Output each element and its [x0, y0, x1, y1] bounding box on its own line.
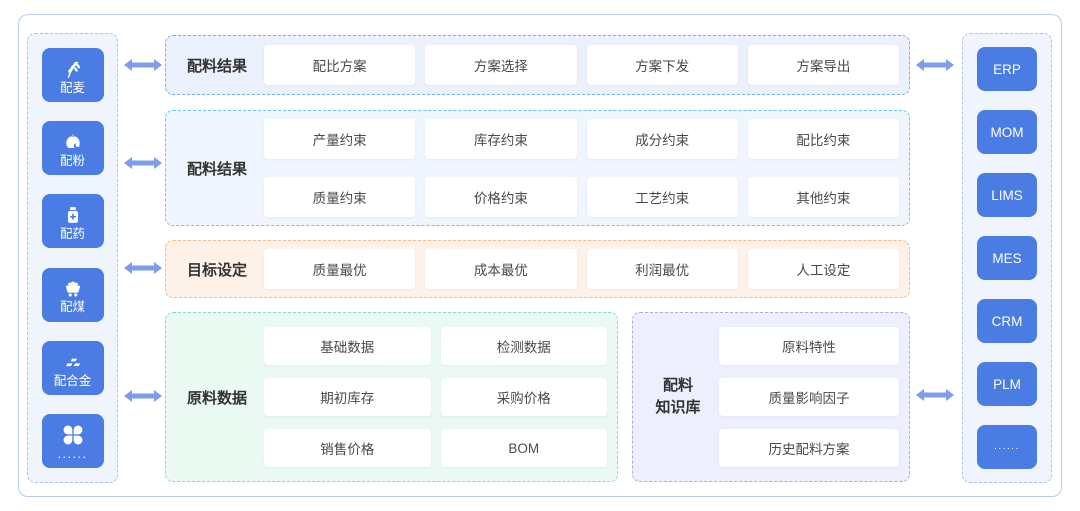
diagram-box: BOM: [440, 429, 607, 467]
system-tile-mom: MOM: [977, 110, 1037, 154]
wheat-icon: [62, 56, 84, 80]
diagram-box: 方案导出: [747, 45, 899, 85]
section-blending-constraints: 配料结果 产量约束 库存约束 成分约束 配比约束 质量约束 价格约束 工艺约束 …: [165, 110, 910, 226]
bidirectional-arrow-icon: [124, 390, 162, 402]
tile-blend-wheat: 配麦: [41, 48, 104, 102]
section-label: 配料 知识库: [647, 375, 709, 419]
tile-blend-coal: 配煤: [41, 267, 104, 322]
alloy-ingot-icon: [62, 349, 84, 373]
bidirectional-arrow-icon: [124, 157, 162, 169]
diagram-box: 质量影响因子: [719, 378, 899, 416]
more-clover-icon: [62, 422, 84, 446]
system-tile-erp: ERP: [977, 47, 1037, 91]
section-boxes: 质量最优 成本最优 利润最优 人工设定: [264, 249, 899, 289]
diagram-box: 工艺约束: [586, 177, 738, 217]
system-tile-crm: CRM: [977, 299, 1037, 343]
diagram-box: 质量约束: [264, 177, 416, 217]
bidirectional-arrow-icon: [124, 59, 162, 71]
diagram-box: 销售价格: [264, 429, 431, 467]
tile-label: 配药: [59, 227, 85, 242]
bidirectional-arrow-icon: [124, 262, 162, 274]
section-boxes: 基础数据 检测数据 期初库存 采购价格 销售价格 BOM: [264, 327, 607, 467]
system-tile-plm: PLM: [977, 362, 1037, 406]
medicine-bottle-icon: [63, 202, 83, 226]
diagram-box: 原料特性: [719, 327, 899, 365]
section-blending-results: 配料结果 配比方案 方案选择 方案下发 方案导出: [165, 35, 910, 95]
diagram-box: 方案下发: [586, 45, 738, 85]
tile-label: 配麦: [59, 80, 85, 95]
diagram-box: 配比约束: [747, 119, 899, 159]
diagram-box: 方案选择: [425, 45, 577, 85]
diagram-box: 质量最优: [264, 249, 416, 289]
section-target-setting: 目标设定 质量最优 成本最优 利润最优 人工设定: [165, 240, 910, 298]
diagram-box: 价格约束: [425, 177, 577, 217]
diagram-box: 库存约束: [425, 119, 577, 159]
diagram-box: 历史配料方案: [719, 429, 899, 467]
diagram-box: 配比方案: [264, 45, 416, 85]
system-tile-more: ......: [977, 425, 1037, 469]
systems-panel: ERP MOM LIMS MES CRM PLM ......: [962, 33, 1052, 483]
section-raw-material-data: 原料数据 基础数据 检测数据 期初库存 采购价格 销售价格 BOM: [165, 312, 618, 482]
section-knowledge-base: 配料 知识库 原料特性 质量影响因子 历史配料方案: [632, 312, 910, 482]
diagram-box: 人工设定: [747, 249, 899, 289]
diagram-box: 成本最优: [425, 249, 577, 289]
bidirectional-arrow-icon: [916, 389, 954, 401]
section-label: 配料结果: [186, 160, 247, 178]
diagram-box: 检测数据: [440, 327, 607, 365]
section-boxes: 产量约束 库存约束 成分约束 配比约束 质量约束 价格约束 工艺约束 其他约束: [264, 119, 899, 217]
diagram-box: 期初库存: [264, 378, 431, 416]
tile-blend-alloy: 配合金: [41, 340, 104, 395]
diagram-box: 利润最优: [586, 249, 738, 289]
tile-blend-medicine: 配药: [41, 194, 104, 249]
tile-label: ......: [57, 446, 88, 461]
section-label: 配料结果: [186, 57, 247, 75]
section-label-line1: 配料: [662, 377, 693, 395]
tile-more-scenarios: ......: [41, 413, 104, 468]
diagram-box: 采购价格: [440, 378, 607, 416]
tile-blend-flour: 配粉: [41, 121, 104, 176]
diagram-box: 成分约束: [586, 119, 738, 159]
tile-label: 配粉: [59, 153, 85, 168]
diagram-box: 其他约束: [747, 177, 899, 217]
section-boxes: 配比方案 方案选择 方案下发 方案导出: [264, 45, 899, 85]
flour-sack-icon: [62, 129, 84, 153]
section-label: 原料数据: [186, 389, 247, 407]
section-label-line2: 知识库: [655, 399, 701, 416]
diagram-box: 基础数据: [264, 327, 431, 365]
section-boxes: 原料特性 质量影响因子 历史配料方案: [719, 327, 899, 467]
coal-cart-icon: [62, 275, 84, 299]
system-tile-lims: LIMS: [977, 173, 1037, 217]
section-label: 目标设定: [186, 261, 247, 279]
tile-label: 配煤: [59, 300, 85, 315]
scenario-panel: 配麦 配粉 配药 配煤 配合金 ......: [27, 33, 118, 483]
diagram-box: 产量约束: [264, 119, 416, 159]
system-tile-mes: MES: [977, 236, 1037, 280]
tile-label: 配合金: [53, 373, 92, 388]
bidirectional-arrow-icon: [916, 59, 954, 71]
